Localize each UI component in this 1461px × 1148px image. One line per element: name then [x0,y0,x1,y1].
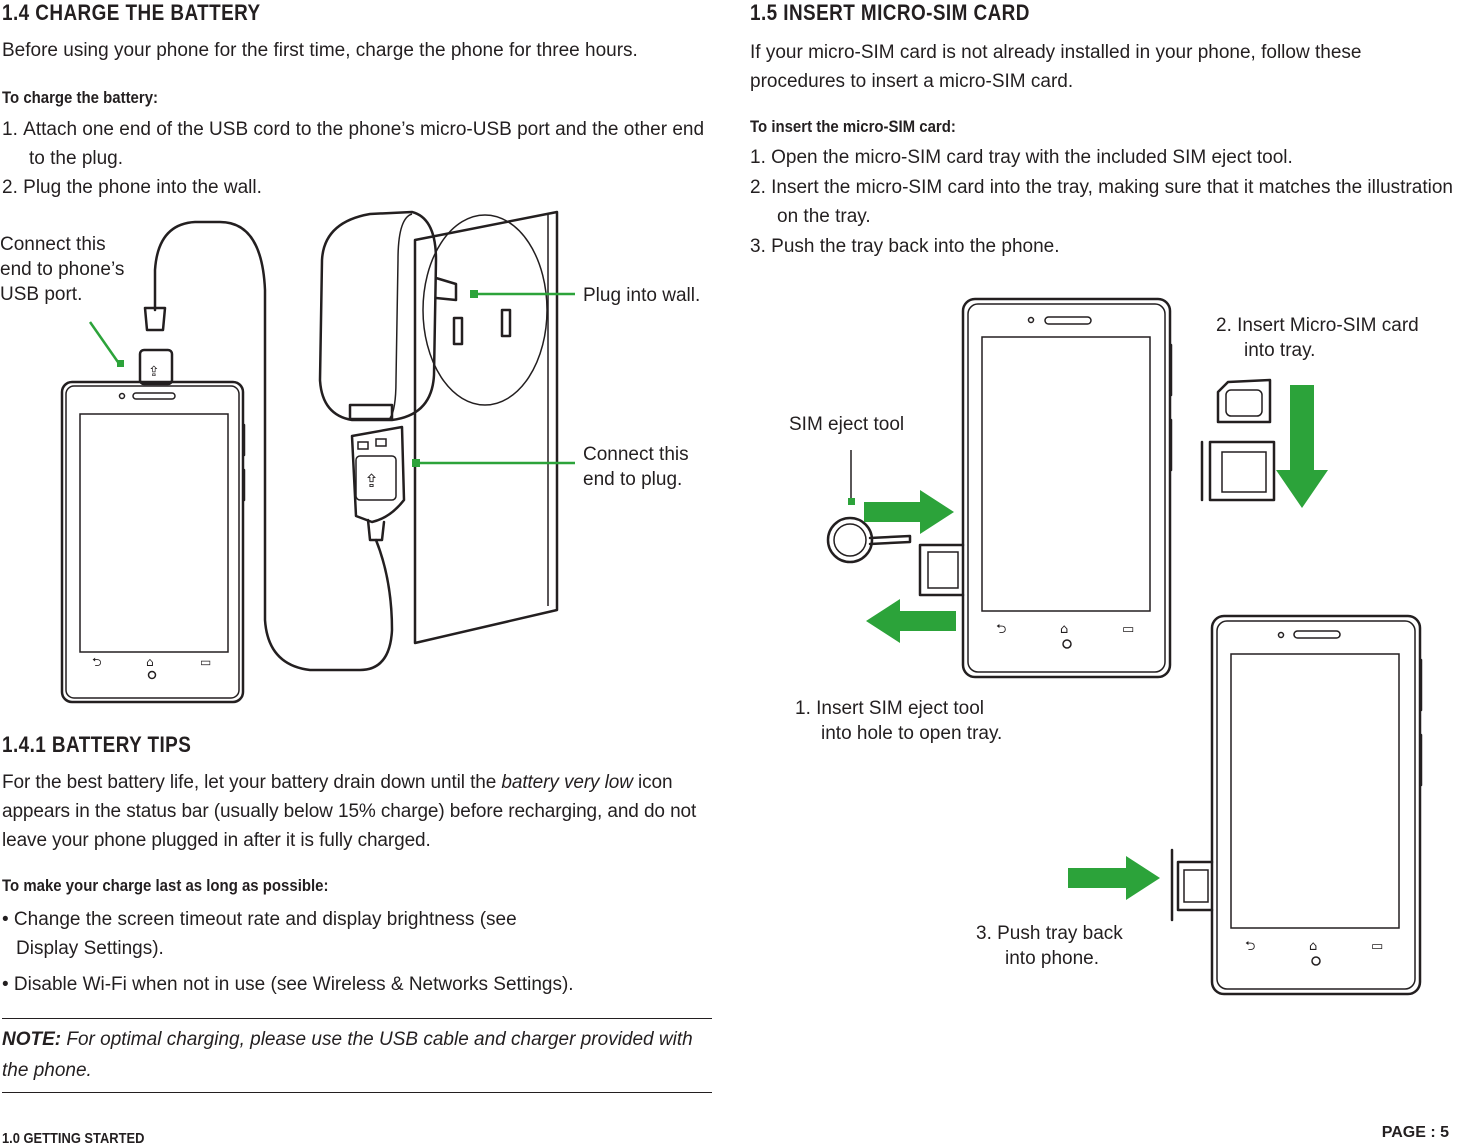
arrow-push-tray [1068,856,1160,900]
tips-text-emphasis: battery very low [501,772,633,793]
section-heading-insert-sim: 1.5 INSERT MICRO-SIM CARD [750,0,1030,25]
charge-intro: Before using your phone for the first ti… [2,40,638,61]
phone-top-illustration: ⮌ ⌂ ▭ [918,297,1173,679]
charge-step-1: 1. Attach one end of the USB cord to the… [2,115,719,173]
section-heading-battery-tips: 1.4.1 BATTERY TIPS [2,732,192,757]
bullet-screen-timeout: • Change the screen timeout rate and dis… [2,909,517,959]
sim-eject-tool-ring [826,516,874,564]
battery-tips-text: For the best battery life, let your batt… [2,768,708,855]
phone-bottom-illustration: ⮌ ⌂ ▭ [1170,614,1423,996]
sim-illustration: ⮌ ⌂ ▭ ⮌ ⌂ ▭ [826,297,1423,996]
arrow-insert-tool [864,490,954,534]
label-sim-eject-tool: SIM eject tool [789,414,905,435]
step-text: Open the micro-SIM card tray with the in… [771,147,1293,168]
step-number: 3. [750,236,766,257]
svg-text:⮌: ⮌ [996,622,1006,637]
charge-subheading: To charge the battery: [2,88,159,107]
footer-page-number: PAGE : 5 [1381,1124,1449,1141]
label-step1-line2: into hole to open tray. [821,723,1003,744]
sim-step-1: 1. Open the micro-SIM card tray with the… [750,143,1461,172]
wall-charger: ⇪ [318,210,458,542]
step-text: Insert the micro-SIM card into the tray,… [771,177,1453,227]
svg-text:⌂: ⌂ [1060,622,1068,637]
svg-text:⮌: ⮌ [1245,939,1255,954]
micro-usb-connector [138,348,174,386]
wall-outlet [413,210,559,645]
svg-text:⮌: ⮌ [92,655,102,669]
sim-tray [1200,440,1276,502]
svg-text:⌂: ⌂ [1309,939,1317,954]
note-top-rule [2,1018,712,1019]
charge-step-2: 2. Plug the phone into the wall. [2,173,719,202]
note-bottom-rule [2,1092,712,1093]
arrow-insert-sim [1276,385,1328,508]
label-plug-into-wall: Plug into wall. [583,285,701,306]
footer-section: 1.0 GETTING STARTED [2,1130,145,1147]
label-connect-phone-port: Connect this end to phone’s USB port. [0,234,125,305]
sim-intro: If your micro-SIM card is not already in… [750,42,1362,92]
label-step2-line2: into tray. [1244,340,1316,361]
label-step2-line1: 2. Insert Micro-SIM card [1216,315,1419,336]
sim-eject-tool-pin [868,534,912,546]
bullet-disable-wifi: • Disable Wi-Fi when not in use (see Wir… [2,974,574,995]
note-box: NOTE: For optimal charging, please use t… [2,1024,708,1086]
sim-step-2: 2. Insert the micro-SIM card into the tr… [750,173,1461,231]
step-number: 1. [750,147,766,168]
charging-illustration: ⇪ ⇪ ⮌ ⌂ ▭ [60,210,575,704]
phone-illustration: ⮌ ⌂ ▭ [60,380,246,704]
tips-text-start: For the best battery life, let your batt… [2,772,502,793]
label-step1-line1: 1. Insert SIM eject tool [795,698,985,719]
step-number: 2. [750,177,766,198]
svg-text:⌂: ⌂ [146,655,154,669]
svg-text:▭: ▭ [1122,622,1134,637]
sim-step-3: 3. Push the tray back into the phone. [750,232,1461,261]
svg-text:▭: ▭ [1371,939,1383,954]
note-text: For optimal charging, please use the USB… [2,1029,693,1081]
step-text: Attach one end of the USB cord to the ph… [23,119,705,169]
micro-sim-card [1216,378,1272,424]
step-text: Plug the phone into the wall. [23,177,262,198]
usb-cable [153,220,394,672]
arrow-open-tray [866,599,956,643]
step-text: Push the tray back into the phone. [771,236,1060,257]
label-step3-line2: into phone. [1005,948,1100,969]
svg-text:▭: ▭ [200,655,211,669]
note-label: NOTE: [2,1029,62,1050]
section-heading-charge-battery: 1.4 CHARGE THE BATTERY [2,0,261,25]
callout-line-phone [88,321,122,366]
step-number: 2. [2,177,18,198]
sim-subheading: To insert the micro-SIM card: [750,117,956,136]
svg-text:⇪: ⇪ [364,471,379,492]
label-step3-line1: 3. Push tray back [976,923,1123,944]
tips-text-end: icon appears in the status bar (usually … [2,772,697,851]
label-connect-plug: Connect this end to plug. [583,444,689,490]
svg-text:⇪: ⇪ [148,364,160,380]
charge-last-subheading: To make your charge last as long as poss… [2,876,329,895]
step-number: 1. [2,119,18,140]
